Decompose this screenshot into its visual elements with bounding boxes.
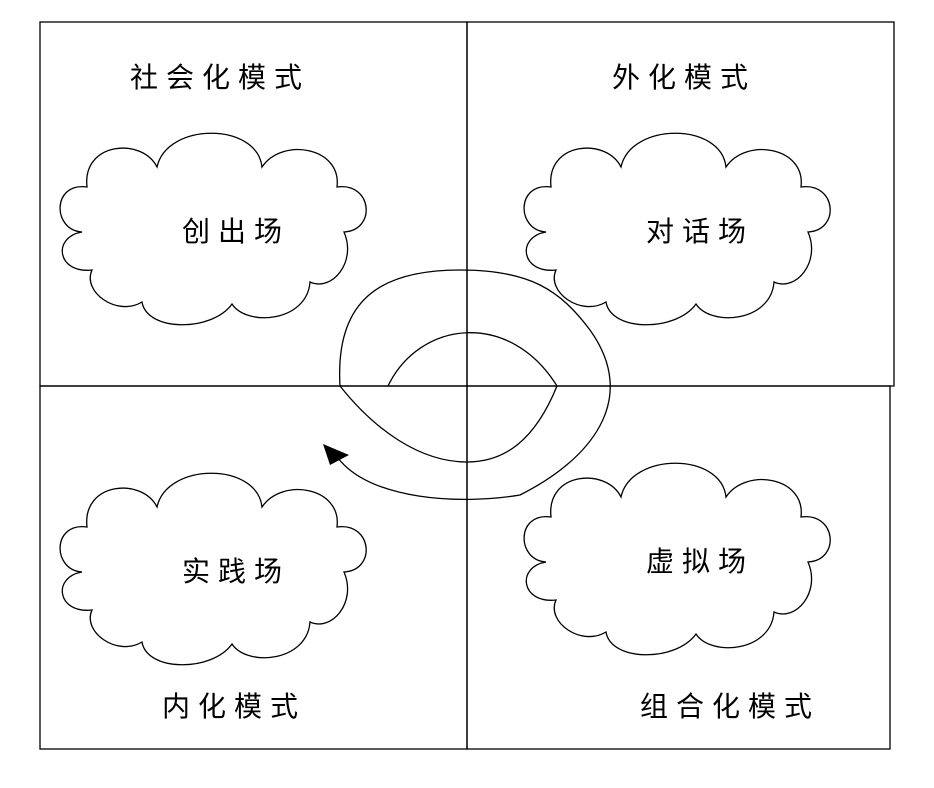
spiral-inner-eye — [339, 332, 558, 463]
label-originating-field: 创出场 — [182, 215, 290, 248]
spiral-arrowhead — [323, 444, 349, 465]
quadrant-bottom-right — [466, 385, 891, 750]
spiral-outer-loop — [337, 269, 611, 501]
label-dialoguing-field: 对话场 — [646, 215, 754, 248]
label-internalization-mode: 内化模式 — [162, 690, 306, 723]
knowledge-spiral — [323, 269, 611, 501]
quadrant-frame — [39, 21, 895, 750]
label-exercising-field: 实践场 — [182, 555, 290, 588]
label-socialization-mode: 社会化模式 — [130, 61, 310, 94]
label-combination-mode: 组合化模式 — [640, 690, 820, 723]
label-systemizing-field: 虚拟场 — [646, 545, 754, 578]
label-externalization-mode: 外化模式 — [612, 61, 756, 94]
